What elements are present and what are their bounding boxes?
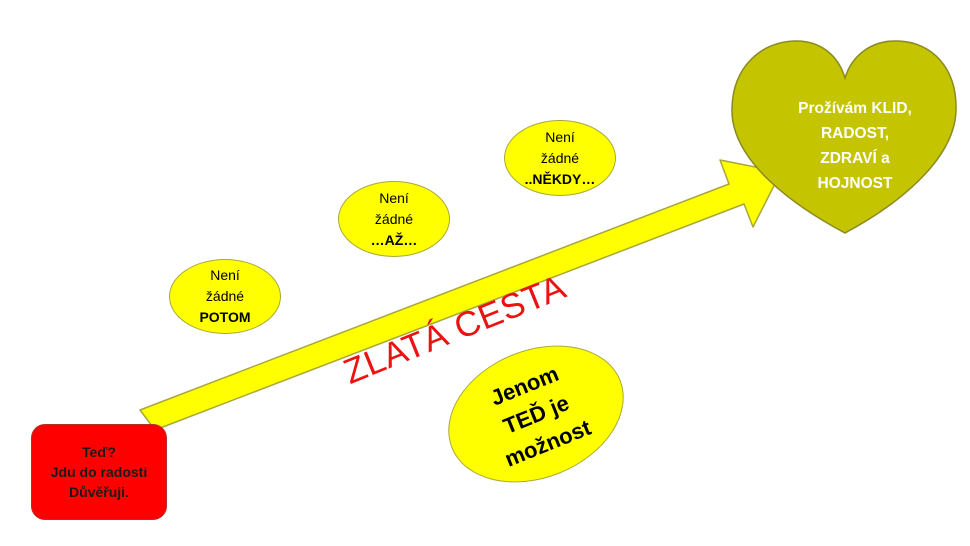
start-line-2: Jdu do radosti [50,464,148,480]
goal-line-3: ZDRAVÍ a [820,150,890,167]
bubble-az-line-1: Není [379,189,409,206]
start-line-1: Teď? [82,444,116,460]
bubble-nekdy-line-2: žádné [540,149,580,166]
bubble-potom: Není žádné POTOM [169,259,281,334]
goal-line-2: RADOST, [820,125,890,142]
bubble-nekdy: Není žádné ..NĚKDY… [504,120,616,196]
start-box: Teď? Jdu do radosti Důvěřuji. [31,424,167,520]
goal-line-4: HOJNOST [817,175,893,192]
bubble-potom-keyword: POTOM [199,309,251,325]
start-line-3: Důvěřuji. [69,484,129,500]
bubble-potom-line-2: žádné [205,288,245,304]
golden-path-arrow [139,159,782,431]
bubble-nekdy-keyword: ..NĚKDY… [524,170,596,187]
bubble-potom-line-1: Není [210,267,240,283]
goal-text: Prožívám KLID, RADOST, ZDRAVÍ a HOJNOST [760,96,950,196]
goal-line-1: Prožívám KLID, [798,100,912,117]
bubble-az-keyword: …AŽ… [370,231,418,248]
heart-shape [731,40,957,234]
bubble-az-line-2: žádné [374,210,414,227]
bubble-nekdy-line-1: Není [545,128,575,145]
bubble-az: Není žádné …AŽ… [338,181,450,257]
